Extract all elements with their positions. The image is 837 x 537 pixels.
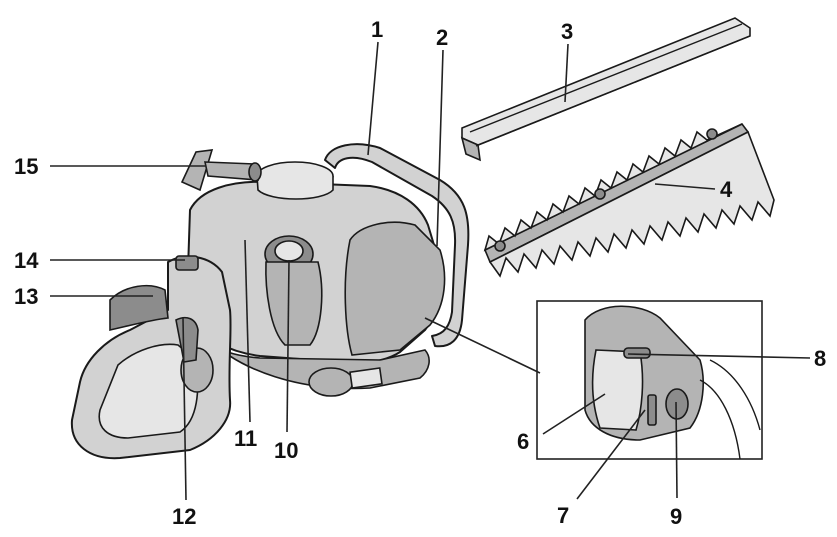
rear-handle-illustration — [70, 255, 232, 460]
cutter-blade-illustration — [483, 122, 775, 278]
part-label-11: 11 — [234, 426, 257, 451]
engine-body-illustration — [187, 161, 446, 397]
front-handle-illustration — [324, 143, 470, 348]
part-label-3: 3 — [561, 19, 573, 44]
part-label-8: 8 — [814, 346, 826, 371]
blade-cover-illustration — [460, 17, 751, 162]
part-label-4: 4 — [720, 177, 733, 202]
part-label-9: 9 — [670, 504, 682, 529]
part-label-14: 14 — [14, 248, 39, 273]
detail-inset — [536, 300, 763, 460]
part-label-1: 1 — [371, 17, 383, 42]
part-label-7: 7 — [557, 503, 569, 528]
part-labels: 1 2 3 4 6 7 8 9 10 11 12 13 14 15 — [14, 17, 826, 529]
part-label-6: 6 — [517, 429, 529, 454]
part-label-10: 10 — [274, 438, 298, 463]
part-label-15: 15 — [14, 154, 38, 179]
starter-handle-illustration — [180, 149, 262, 192]
part-label-12: 12 — [172, 504, 196, 529]
leader-lines — [50, 41, 811, 501]
part-label-13: 13 — [14, 284, 38, 309]
part-label-2: 2 — [436, 25, 448, 50]
